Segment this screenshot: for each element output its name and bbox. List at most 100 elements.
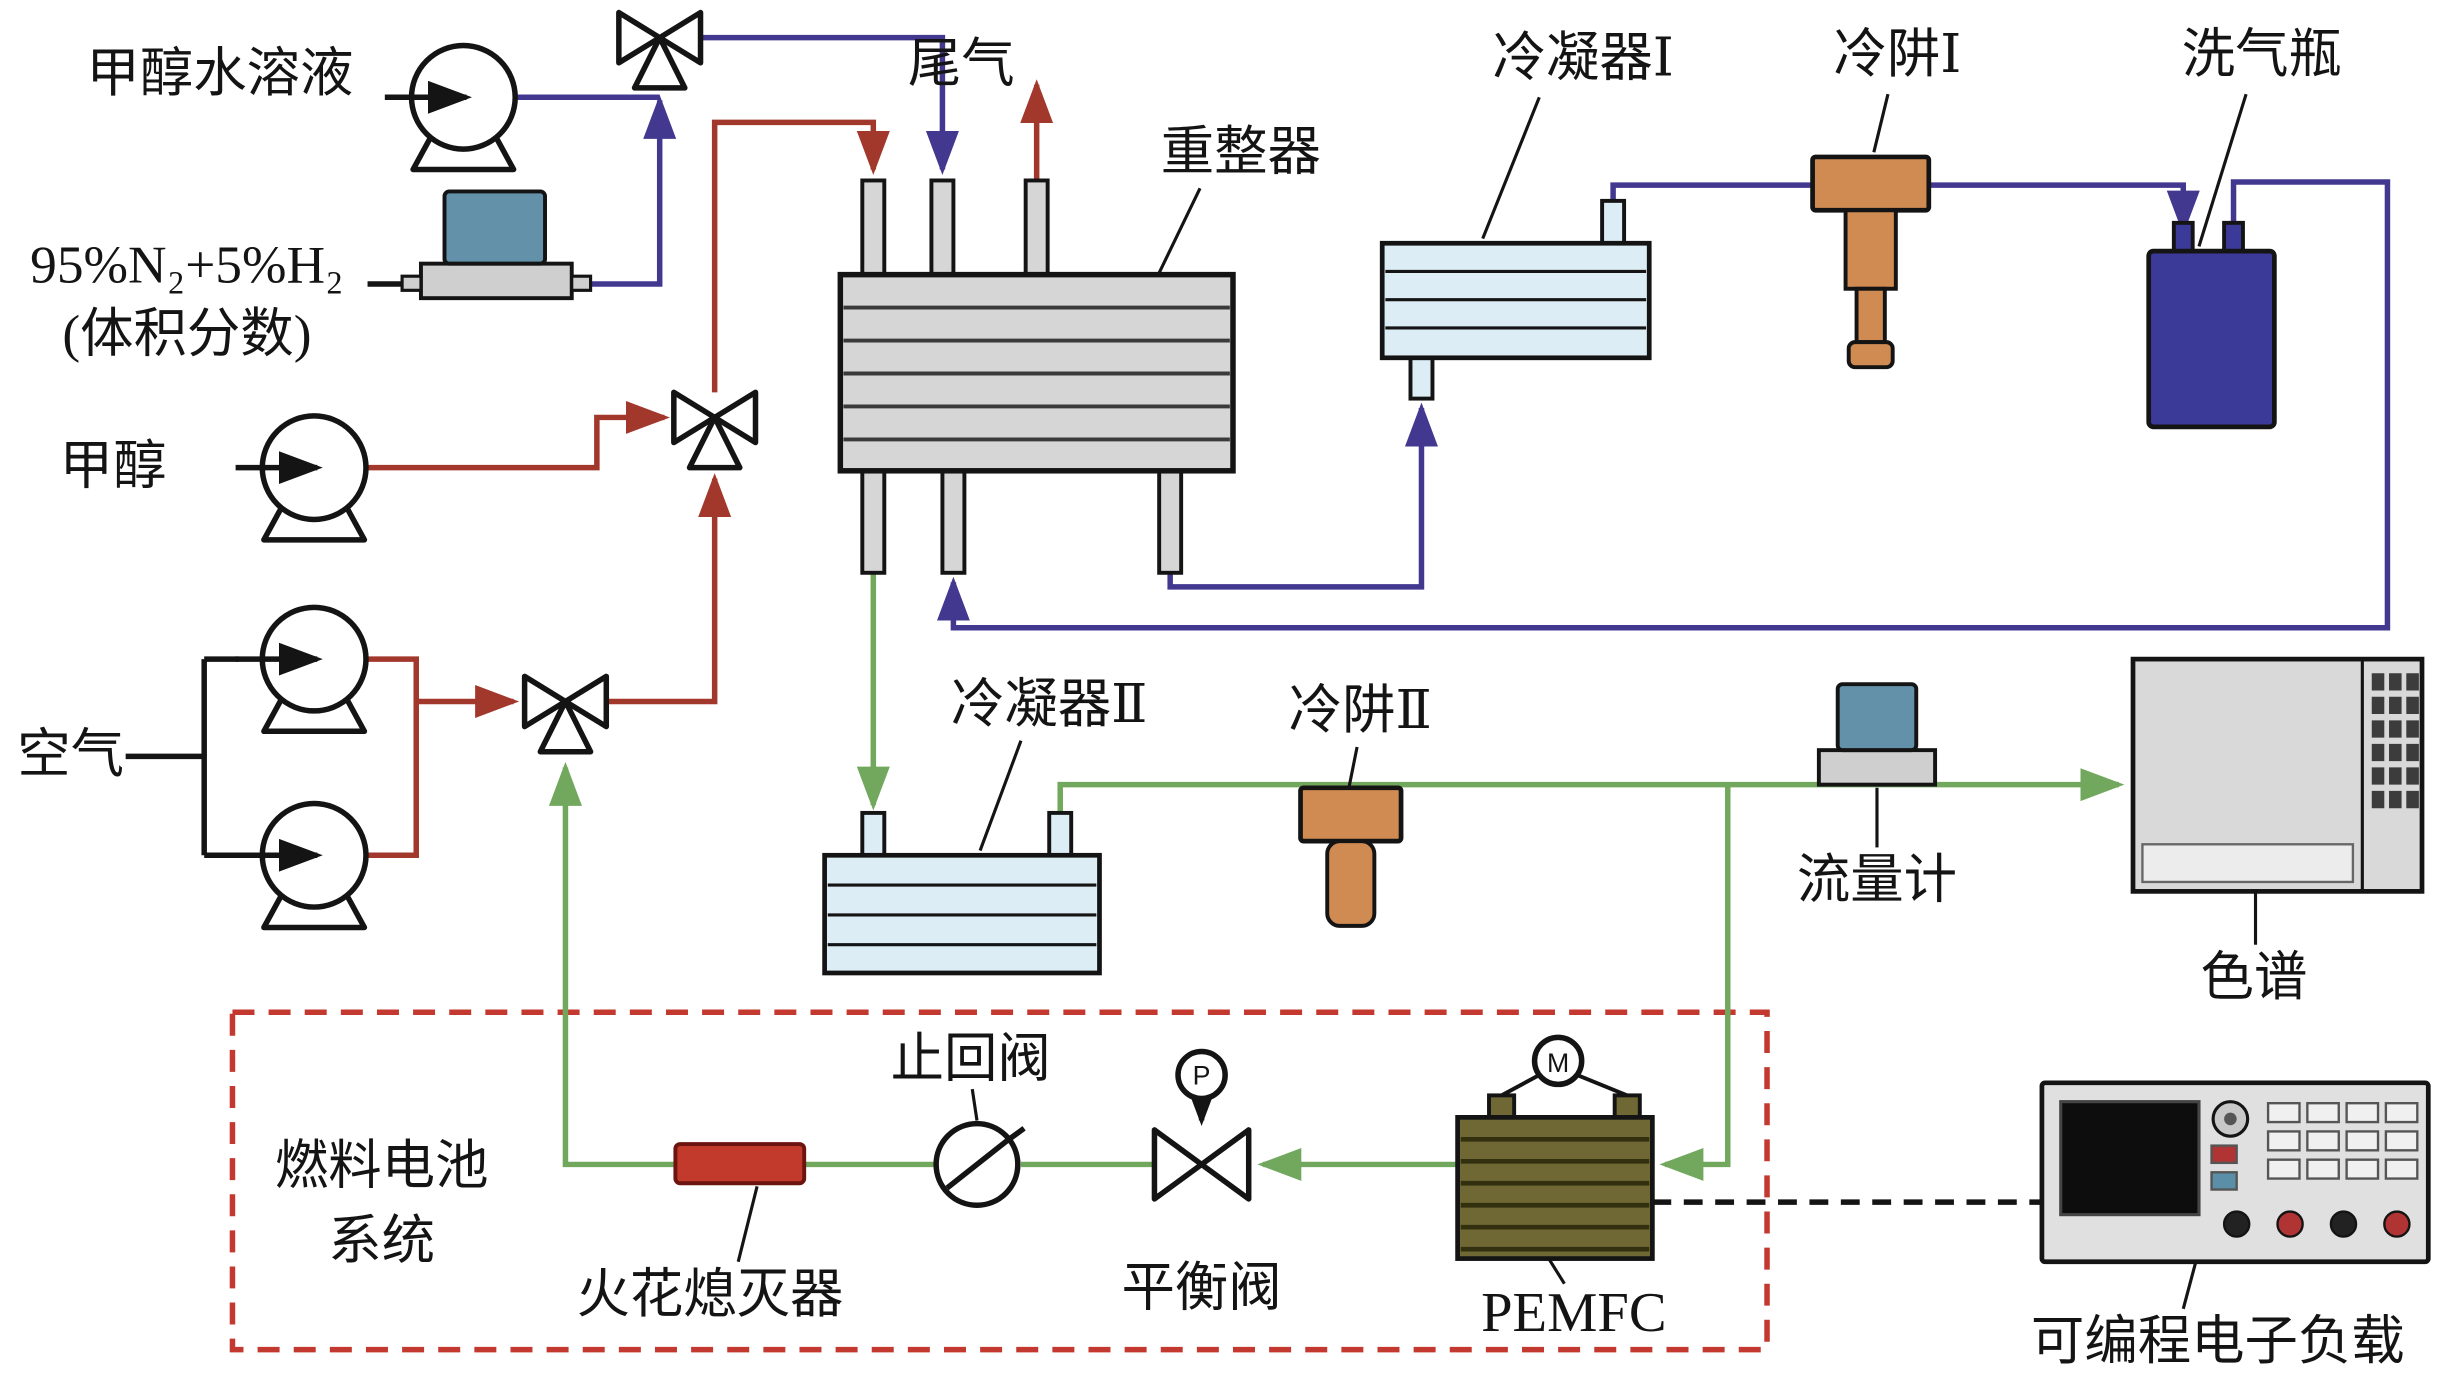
pipe-mix-to-reformer xyxy=(700,34,959,175)
pipe-air-pumps-merge xyxy=(365,656,419,859)
load-keypad xyxy=(2266,1102,2419,1180)
pipe-condenser2-to-chromatograph xyxy=(1057,768,2125,817)
three-way-valve-top xyxy=(616,9,704,91)
label-chromatograph: 色谱 xyxy=(2201,947,2308,1007)
pipe-air-bracket xyxy=(125,656,239,859)
mfc-body xyxy=(442,189,547,266)
flowmeter-base xyxy=(1816,748,1938,787)
label-n2h2-note: (体积分数) xyxy=(62,304,311,364)
valve-port-right xyxy=(656,9,704,66)
valve-port-bottom xyxy=(631,34,688,91)
electronic-load xyxy=(2039,1080,2431,1265)
label-air: 空气 xyxy=(17,724,124,784)
label-n2h2-mix: 95%N₂+5%H₂ xyxy=(30,234,344,294)
leader-check-valve xyxy=(970,1088,979,1121)
pemfc-terminal-2 xyxy=(1612,1093,1642,1120)
leader-coldtrap2 xyxy=(1347,746,1359,787)
coldtrap1-tip xyxy=(1846,340,1895,370)
valve-port-right xyxy=(1198,1127,1252,1202)
label-balance-valve: 平衡阀 xyxy=(1121,1258,1281,1318)
bottle-body xyxy=(2146,248,2277,430)
three-way-valve-feed xyxy=(671,389,759,471)
valve-port-left xyxy=(671,389,718,446)
labels: 甲醇水溶液 95%N₂+5%H₂ (体积分数) 甲醇 空气 尾气 重整器 冷凝器… xyxy=(17,24,2404,1371)
pipe-bottle-return-to-reformer xyxy=(936,179,2391,631)
condenser2-plates xyxy=(827,883,1097,947)
load-button-red xyxy=(2210,1144,2238,1165)
coldtrap1-stem xyxy=(1854,286,1887,345)
label-electronic-load: 可编程电子负载 xyxy=(2031,1311,2405,1371)
coldtrap1-neck xyxy=(1843,208,1898,291)
pump-methanol xyxy=(235,413,369,543)
leader-condenser2 xyxy=(978,740,1023,852)
pump-air-1 xyxy=(235,604,369,735)
label-pemfc: PEMFC xyxy=(1481,1282,1666,1344)
leader-spark-arrester xyxy=(736,1186,759,1263)
condenser1-plates xyxy=(1385,269,1647,330)
leader-reformer xyxy=(1154,187,1202,281)
reformer-port-bottom-2 xyxy=(940,465,967,575)
pipe-methanol-to-valve xyxy=(365,400,670,471)
label-cold-trap-1: 冷阱Ⅰ xyxy=(1833,24,1961,84)
valve-port-left xyxy=(1151,1127,1205,1202)
label-fuel-cell-system-1: 燃料电池 xyxy=(275,1135,489,1195)
label-gas-washing-bottle: 洗气瓶 xyxy=(2182,24,2342,84)
label-methanol-solution: 甲醇水溶液 xyxy=(86,43,353,103)
mfc-port-right xyxy=(570,274,593,292)
chromatograph xyxy=(2130,656,2425,894)
coldtrap1-head xyxy=(1810,154,1932,213)
leader-bottle xyxy=(2197,93,2248,247)
condenser-2 xyxy=(822,810,1102,976)
label-tail-gas: 尾气 xyxy=(908,34,1015,94)
mfc-base xyxy=(418,261,574,301)
valve-port-left xyxy=(616,9,663,66)
coldtrap2-body xyxy=(1325,839,1377,928)
motor-indicator xyxy=(1531,1034,1585,1088)
label-condenser-2: 冷凝器Ⅱ xyxy=(951,674,1147,734)
mass-flow-controller xyxy=(400,189,593,301)
valve-port-bottom xyxy=(537,698,594,755)
flow-meter xyxy=(1816,682,1938,787)
valve-port-left xyxy=(521,673,569,730)
label-condenser-1: 冷凝器Ⅰ xyxy=(1493,27,1674,87)
leader-coldtrap1 xyxy=(1872,93,1890,153)
spark-arrester xyxy=(673,1142,807,1186)
label-spark-arrester: 火花熄灭器 xyxy=(576,1264,843,1324)
load-round-buttons xyxy=(2222,1210,2411,1238)
check-valve-flap xyxy=(945,1126,1026,1191)
cold-trap-2 xyxy=(1298,785,1404,928)
motor-wires xyxy=(1500,1073,1628,1098)
pemfc-terminal-1 xyxy=(1487,1093,1517,1120)
valve-port-bottom xyxy=(686,414,743,471)
condenser1-port-out xyxy=(1600,198,1627,249)
pipe-recycle-to-air-valve xyxy=(548,761,676,1168)
pump-air-2 xyxy=(235,800,369,931)
load-screen xyxy=(2059,1100,2201,1217)
product-pipes xyxy=(548,572,2125,1181)
coldtrap2-head xyxy=(1298,785,1404,844)
condenser-1 xyxy=(1379,198,1652,401)
check-valve xyxy=(933,1120,1026,1208)
label-flow-meter: 流量计 xyxy=(1797,850,1957,910)
chromatograph-vent-grid xyxy=(2371,673,2419,809)
motor-label: M xyxy=(1547,1048,1569,1078)
condenser1-port-in xyxy=(1408,352,1435,401)
chromatograph-tray xyxy=(2141,843,2355,884)
balance-valve: P xyxy=(1151,1048,1252,1202)
reformer-port-top-1 xyxy=(860,178,887,280)
label-methanol: 甲醇 xyxy=(60,435,167,495)
reformer-port-bottom-3 xyxy=(1157,465,1184,575)
leader-pemfc xyxy=(1547,1257,1566,1285)
reformer-port-top-3 xyxy=(1023,178,1050,280)
pipe-mfc-to-valve xyxy=(590,94,677,287)
pressure-gauge-label: P xyxy=(1193,1060,1211,1090)
pipe-condenser1-to-coldtrap1 xyxy=(1610,182,1815,201)
load-knob-dot xyxy=(2224,1112,2237,1126)
reformer-port-top-2 xyxy=(929,178,956,280)
pipe-feed-to-reformer xyxy=(711,119,890,393)
pemfc-plates xyxy=(1460,1136,1650,1252)
load-button-blue xyxy=(2210,1171,2238,1191)
reformer-plates xyxy=(843,305,1230,442)
pemfc-stack: M xyxy=(1455,1034,1655,1261)
label-fuel-cell-system-2: 系统 xyxy=(328,1211,435,1271)
